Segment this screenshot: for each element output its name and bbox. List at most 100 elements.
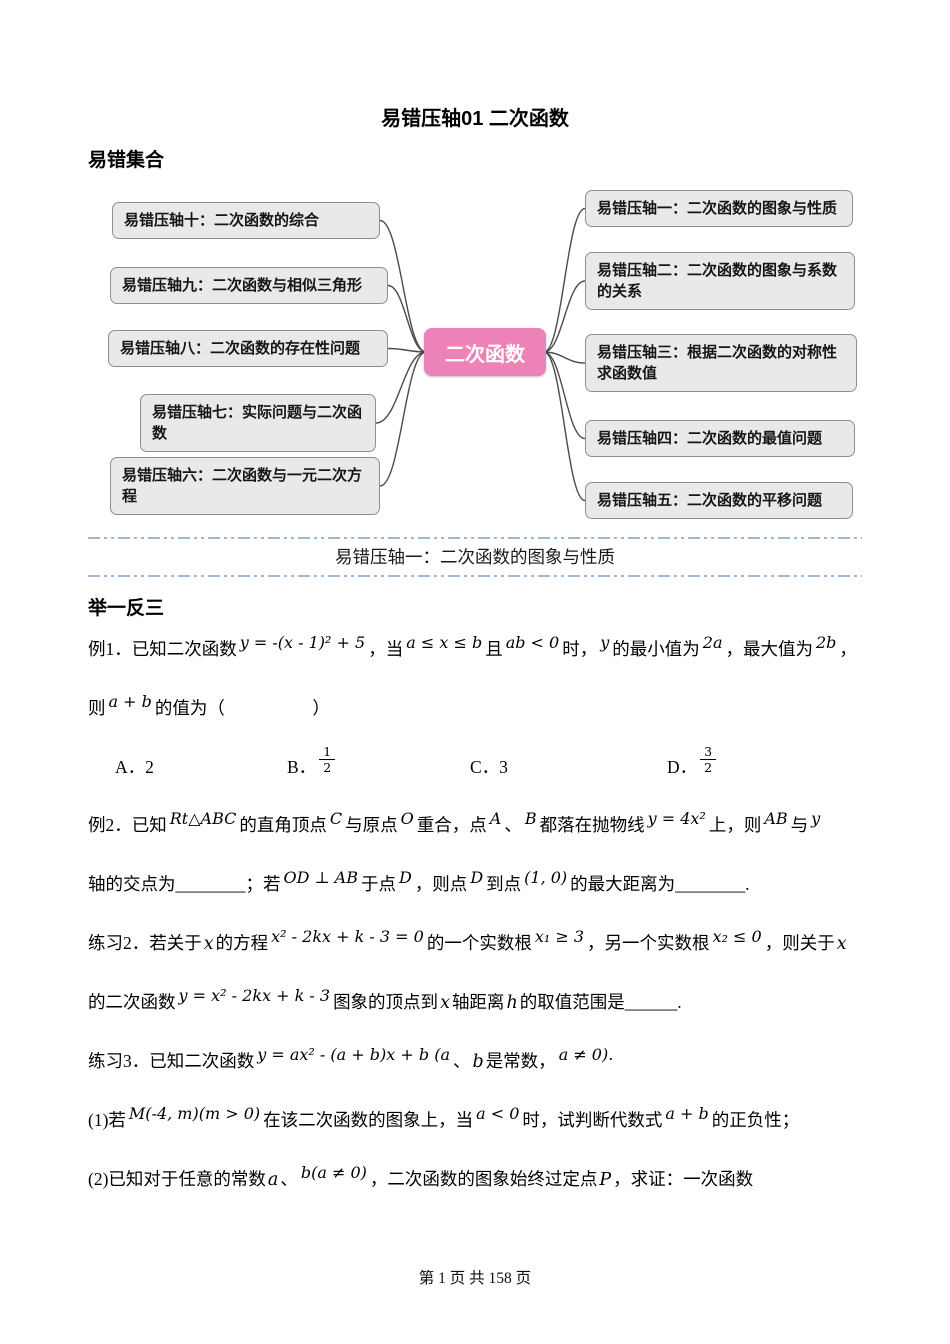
text-run: 的取值范围是______. <box>519 992 682 1013</box>
math-run: x² - 2kx + k - 3 = 0 <box>271 927 424 947</box>
section-heading-collection: 易错集合 <box>88 150 165 171</box>
mindmap-node-right-5: 易错压轴五：二次函数的平移问题 <box>585 482 853 519</box>
text-run: 的直角顶点 <box>239 815 327 836</box>
text-run: 练习3．已知二次函数 <box>88 1051 255 1072</box>
text-run: (1)若 <box>88 1110 126 1131</box>
mindmap-connector <box>387 347 427 353</box>
mindmap-connector <box>387 284 427 353</box>
mindmap-connector <box>543 207 586 353</box>
math-var: h <box>506 993 518 1014</box>
text-run: 的正负性； <box>711 1110 800 1131</box>
text-run: 于点 <box>360 874 396 895</box>
math-run: y = ax² - (a + b)x + b (a <box>257 1045 450 1065</box>
text-run: D． <box>667 757 698 777</box>
text-run: ，最大值为 <box>725 639 814 659</box>
text-run: 、 <box>280 1169 298 1190</box>
mindmap-node-right-4: 易错压轴四：二次函数的最值问题 <box>585 420 855 457</box>
math-run: a + b <box>108 692 152 711</box>
math-run: OD ⊥ AB <box>283 868 358 888</box>
math-run: x₁ ≥ 3 <box>534 927 585 947</box>
section-heading-practice: 举一反三 <box>88 598 165 619</box>
math-var: x <box>203 934 214 955</box>
text-run: 则 <box>88 698 106 718</box>
divider-line-bottom <box>88 575 862 577</box>
divider-title: 易错压轴一：二次函数的图象与性质 <box>335 547 615 567</box>
math-run: y = 4x² <box>647 809 706 829</box>
math-var: x <box>440 993 450 1014</box>
text-run: 、 <box>504 815 522 836</box>
math-run: b(a ≠ 0) <box>300 1163 367 1183</box>
text-run: 的最大距离为________. <box>570 874 750 895</box>
mindmap-node-left-3: 易错压轴八：二次函数的存在性问题 <box>108 330 388 367</box>
math-run: a < 0 <box>476 1104 520 1124</box>
math-run: y <box>811 809 821 829</box>
text-run: 是常数， <box>485 1051 556 1072</box>
page-title: 易错压轴01 二次函数 <box>381 108 569 130</box>
text-run: ，二次函数的图象始终过定点 <box>369 1169 598 1190</box>
text-run: ，则点 <box>414 874 468 895</box>
math-run: y = x² - 2kx + k - 3 <box>178 986 331 1006</box>
math-run: y = -(x - 1)² + 5 <box>239 633 366 652</box>
mindmap-node-left-2: 易错压轴九：二次函数与相似三角形 <box>110 267 388 304</box>
text-run: 的一个实数根 <box>426 933 532 954</box>
math-run: Rt△ABC <box>169 809 237 829</box>
text-run: 的二次函数 <box>88 992 176 1013</box>
math-run: D <box>398 868 412 888</box>
math-run: AB <box>764 809 788 829</box>
mindmap-node-left-4: 易错压轴七：实际问题与二次函数 <box>140 394 376 452</box>
text-run: 例2．已知 <box>88 815 167 836</box>
text-run: 时， <box>562 639 598 659</box>
mindmap-center-node: 二次函数 <box>424 328 546 376</box>
text-run: ，则关于 <box>764 933 835 954</box>
math-run: ab < 0 <box>505 633 560 652</box>
mindmap-node-left-5: 易错压轴六：二次函数与一元二次方程 <box>110 457 380 515</box>
text-run: ，另一个实数根 <box>587 933 710 954</box>
text-run: 上，则 <box>708 815 762 836</box>
text-run: (2)已知对于任意的常数 <box>88 1169 266 1190</box>
text-run: 、 <box>452 1051 471 1072</box>
mindmap-connector <box>379 219 427 353</box>
text-run: 的方程 <box>215 933 269 954</box>
section-divider: 易错压轴一：二次函数的图象与性质 <box>88 537 862 577</box>
math-run: O <box>400 809 414 829</box>
mindmap-connector <box>543 351 586 502</box>
text-run: 轴的交点为________；若 <box>88 874 281 895</box>
divider-line-top <box>88 537 862 539</box>
math-run: A <box>489 809 502 829</box>
text-run: B． <box>287 757 317 777</box>
math-var: P <box>599 1170 612 1191</box>
text-run: 例1．已知二次函数 <box>88 639 237 659</box>
text-run: 练习2．若关于 <box>88 933 202 954</box>
text-run: 在该二次函数的图象上，当 <box>263 1110 474 1131</box>
math-var: b <box>472 1052 484 1073</box>
mindmap-connector <box>543 351 586 440</box>
math-run: a + b <box>665 1104 709 1124</box>
text-run: 到点 <box>486 874 522 895</box>
text-run: C．3 <box>470 757 508 777</box>
math-run: (1, 0) <box>524 868 568 888</box>
mindmap-connectors <box>375 207 586 502</box>
math-run: B <box>524 809 537 829</box>
text-run: 轴距离 <box>451 992 505 1013</box>
mindmap-connector <box>375 351 427 424</box>
option-a: A．2 <box>115 750 287 784</box>
math-run: D <box>470 868 484 888</box>
option-c: C．3 <box>470 750 667 784</box>
text-run: 都落在抛物线 <box>539 815 645 836</box>
